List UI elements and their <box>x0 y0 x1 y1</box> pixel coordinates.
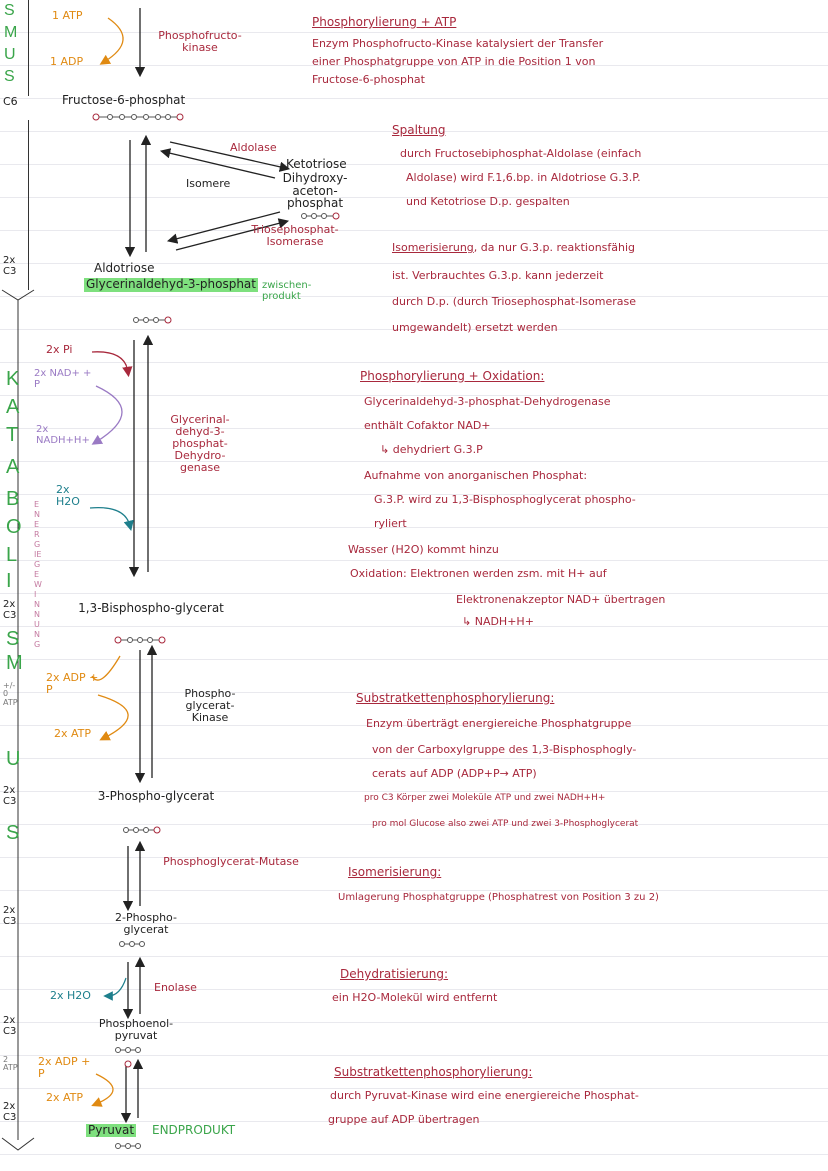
sidebar-letter: S <box>4 68 15 85</box>
energiegewinnung-label: ENERGIEGEWINNUNG <box>34 500 42 649</box>
label-adp-p2: 2x ADP + P <box>38 1055 91 1081</box>
sidebar-atp-balance: +/- 0 ATP <box>3 681 18 707</box>
atp-input-label: 1 ATP <box>52 9 83 22</box>
sidebar-letter: A <box>6 396 20 418</box>
sidebar-letter: U <box>4 46 16 63</box>
note-line: ↳ dehydriert G.3.P <box>380 443 483 456</box>
note-line: G.3.P. wird zu 1,3-Bisphosphoglycerat ph… <box>374 493 636 506</box>
note-line: Umlagerung Phosphatgruppe (Phosphatrest … <box>338 892 659 903</box>
note-line: pro mol Glucose also zwei ATP und zwei 3… <box>372 819 639 829</box>
label-atp3: 2x ATP <box>46 1091 84 1104</box>
sidebar-c6: C6 <box>3 95 18 108</box>
note-line: pro C3 Körper zwei Moleküle ATP und zwei… <box>364 793 606 803</box>
note-line: Elektronenakzeptor NAD+ übertragen <box>456 593 666 606</box>
note-title: Isomerisierung <box>392 241 474 254</box>
sidebar-c3: 2x C3 <box>3 905 17 927</box>
enzyme-gapdh: Glycerinal-dehyd-3-phosphat-Dehydro-gena… <box>170 413 230 475</box>
label-adp-p: 2x ADP + P <box>46 671 99 697</box>
note-block: Isomerisierung, da nur G.3.p. reaktionsf… <box>392 241 636 254</box>
note-line: durch Pyruvat-Kinase wird eine energiere… <box>330 1089 639 1102</box>
note-line: Fructose-6-phosphat <box>312 73 425 86</box>
enzyme-aldolase: Aldolase <box>230 141 277 154</box>
sidebar-letter: M <box>6 652 23 674</box>
sidebar-letter: S <box>6 628 20 650</box>
note-line: , da nur G.3.p. reaktionsfähig <box>473 241 636 254</box>
note-title: Substratkettenphosphorylierung: <box>356 691 555 705</box>
note-line: Glycerinaldehyd-3-phosphat-Dehydrogenase <box>364 395 611 408</box>
katabolismus-bracket <box>1 289 35 1151</box>
label-h2o-out: 2x H2O <box>50 989 91 1002</box>
molecule-bpg: 1,3-Bisphospho-glycerat <box>78 601 224 615</box>
label-zwischenprodukt: zwischen-produkt <box>262 280 312 302</box>
note-line: Aufnahme von anorganischen Phosphat: <box>364 469 588 482</box>
enzyme-enolase: Enolase <box>154 981 197 994</box>
label-isomere: Isomere <box>186 177 231 190</box>
molecule-pyruvat: Pyruvat <box>86 1123 137 1138</box>
enzyme-pgm: Phosphoglycerat-Mutase <box>163 855 299 868</box>
sidebar-letter: M <box>4 24 18 41</box>
enzyme-pfk: Phosphofructo-kinase <box>158 29 242 55</box>
label-pi: 2x Pi <box>46 343 73 356</box>
sidebar-letter: S <box>4 2 15 19</box>
note-line: ist. Verbrauchtes G.3.p. kann jederzeit <box>392 269 604 282</box>
note-line: ↳ NADH+H+ <box>462 615 534 628</box>
note-line: und Ketotriose D.p. gespalten <box>406 195 570 208</box>
molecule-2pg: 2-Phospho-glycerat <box>115 911 177 937</box>
note-line: umgewandelt) ersetzt werden <box>392 321 558 334</box>
sidebar-letter: I <box>6 570 12 592</box>
molecule-pep: Phosphoenol-pyruvat <box>98 1017 174 1043</box>
note-line: Oxidation: Elektronen werden zsm. mit H+… <box>350 567 607 580</box>
sidebar-divider-top2 <box>28 120 29 290</box>
sidebar-letter: K <box>6 368 20 390</box>
note-title: Phosphorylierung + Oxidation: <box>360 369 545 383</box>
sidebar-divider-top <box>28 0 29 96</box>
pathway-arrows <box>89 8 340 1149</box>
note-line: ein H2O-Molekül wird entfernt <box>332 991 498 1004</box>
note-title: Phosphorylierung + ATP <box>312 15 457 29</box>
molecule-ketotriose: Ketotriose <box>286 157 347 171</box>
note-line: einer Phosphatgruppe von ATP in die Posi… <box>312 55 596 68</box>
note-line: durch Fructosebiphosphat-Aldolase (einfa… <box>400 147 642 160</box>
sidebar-c3: 2x C3 <box>3 255 17 277</box>
note-title: Spaltung <box>392 123 446 137</box>
sidebar-letter: B <box>6 488 20 510</box>
note-line: cerats auf ADP (ADP+P→ ATP) <box>372 767 537 780</box>
adp-output-label: 1 ADP <box>50 55 84 68</box>
molecule-aldotriose: Aldotriose <box>94 261 155 275</box>
sidebar-letter: U <box>6 748 21 770</box>
sidebar-letter: L <box>6 544 18 566</box>
note-line: Enzym überträgt energiereiche Phosphatgr… <box>366 717 632 730</box>
note-title: Substratkettenphosphorylierung: <box>334 1065 533 1079</box>
label-endprodukt: ENDPRODUKT <box>152 1123 236 1137</box>
molecule-dhap: Dihydroxy-aceton-phosphat <box>282 171 348 211</box>
sidebar-letter: T <box>6 424 19 446</box>
note-line: ryliert <box>374 517 407 530</box>
sidebar-letter: S <box>6 822 20 844</box>
note-line: Enzym Phosphofructo-Kinase katalysiert d… <box>312 37 604 50</box>
sidebar-letter: O <box>6 516 22 538</box>
note-title: Isomerisierung: <box>348 865 442 879</box>
sidebar-c3: 2x C3 <box>3 599 17 621</box>
sidebar-c3: 2x C3 <box>3 785 17 807</box>
note-title: Dehydratisierung: <box>340 967 449 981</box>
sidebar-atp-2: 2 ATP <box>3 1055 18 1073</box>
sidebar-letter: A <box>6 456 20 478</box>
note-line: enthält Cofaktor NAD+ <box>364 419 491 432</box>
molecule-g3p: Glycerinaldehyd-3-phosphat <box>84 277 258 292</box>
label-nadh: 2x NADH+H+ <box>36 424 90 446</box>
molecule-3pg: 3-Phospho-glycerat <box>97 789 215 803</box>
note-line: Aldolase) wird F.1,6.bp. in Aldotriose G… <box>406 171 641 184</box>
molecule-f6p: Fructose-6-phosphat <box>62 93 186 107</box>
label-atp2: 2x ATP <box>54 727 92 740</box>
enzyme-pgk: Phospho-glycerat-Kinase <box>184 687 236 725</box>
note-line: gruppe auf ADP übertragen <box>328 1113 480 1126</box>
note-line: durch D.p. (durch Triosephosphat-Isomera… <box>392 295 636 308</box>
note-line: von der Carboxylgruppe des 1,3-Bisphosph… <box>372 743 637 756</box>
sidebar-c3: 2x C3 <box>3 1101 17 1123</box>
label-nad: 2x NAD+ + P <box>34 368 92 390</box>
label-h2o: 2x H2O <box>56 483 80 509</box>
note-line: Wasser (H2O) kommt hinzu <box>348 543 499 556</box>
enzyme-tpi: Triosephosphat-Isomerase <box>251 223 339 249</box>
sidebar-c3: 2x C3 <box>3 1015 17 1037</box>
